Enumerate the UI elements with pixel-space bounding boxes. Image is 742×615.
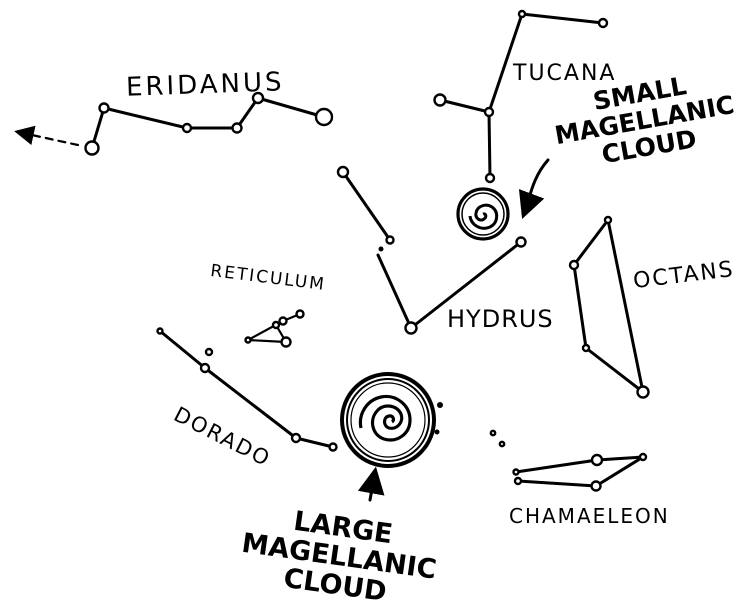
- small-magellanic-cloud-icon: [458, 189, 508, 239]
- stray-stars: [491, 431, 504, 446]
- chamaeleon-constellation: [514, 454, 647, 491]
- dorado-constellation: [158, 329, 337, 451]
- octans-constellation: [570, 217, 649, 398]
- small-cloud-pointer-arrow: [524, 160, 548, 214]
- tucana-label: TUCANA: [513, 63, 616, 85]
- hydrus-label: HYDRUS: [447, 307, 554, 331]
- large-cloud-pointer-arrow: [370, 472, 375, 500]
- chamaeleon-label: CHAMAELEON: [509, 506, 670, 526]
- eridanus-label: ERIDANUS: [126, 69, 285, 101]
- direction-arrow-icon: [18, 132, 78, 145]
- reticulum-constellation: [246, 311, 304, 347]
- eridanus-constellation: [18, 93, 332, 155]
- large-magellanic-cloud-icon: [342, 374, 443, 466]
